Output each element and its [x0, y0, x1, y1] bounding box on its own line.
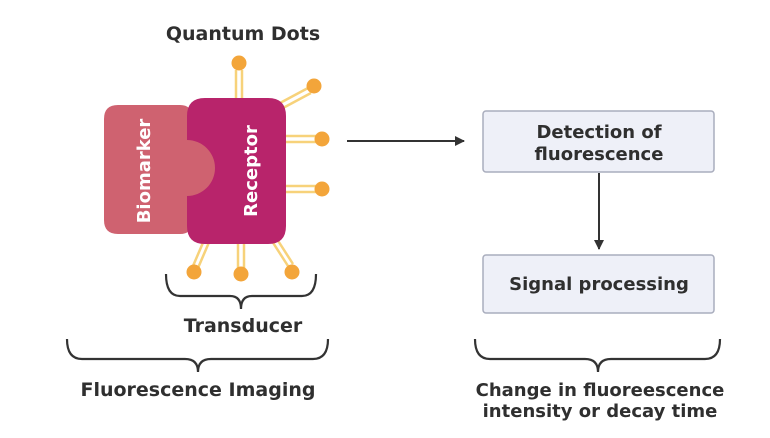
qd-stem-right-upper — [285, 134, 317, 144]
quantum-dot-top-right — [306, 78, 322, 94]
transducer-brace — [164, 273, 318, 310]
quantum-dot-stems — [191, 70, 317, 269]
signal-processing-box — [482, 254, 715, 314]
biomarker-shape — [104, 105, 222, 234]
qd-stem-bottom-mid — [236, 242, 246, 268]
qd-stem-right-lower — [285, 184, 317, 194]
quantum-dot-bottom-right — [284, 264, 300, 280]
quantum-dots — [186, 55, 330, 282]
biomarker-label: Biomarker — [134, 119, 155, 224]
fluorescence-imaging-label: Fluorescence Imaging — [80, 379, 315, 401]
fluorescence-imaging-brace — [65, 338, 330, 373]
detection-label-line2: fluorescence — [535, 144, 664, 165]
detection-box — [482, 110, 715, 173]
signal-processing-label: Signal processing — [509, 274, 689, 295]
receptor-label: Receptor — [241, 125, 262, 217]
quantum-dot-bottom-mid — [233, 266, 249, 282]
quantum-dot-right-lower — [314, 181, 330, 197]
receptor-shape — [187, 98, 286, 244]
detection-label-line1: Detection of — [536, 122, 661, 143]
change-brace — [473, 338, 722, 373]
qd-stem-top-left — [234, 70, 244, 98]
transducer-label: Transducer — [184, 315, 303, 337]
qd-stem-top-right — [279, 86, 312, 110]
quantum-dots-label: Quantum Dots — [166, 23, 320, 45]
quantum-dot-top-left — [231, 55, 247, 71]
change-label-line1: Change in fluoreescence — [476, 380, 725, 401]
quantum-dot-right-upper — [314, 131, 330, 147]
quantum-dot-bottom-left — [186, 264, 202, 280]
change-label-line2: intensity or decay time — [483, 401, 718, 422]
